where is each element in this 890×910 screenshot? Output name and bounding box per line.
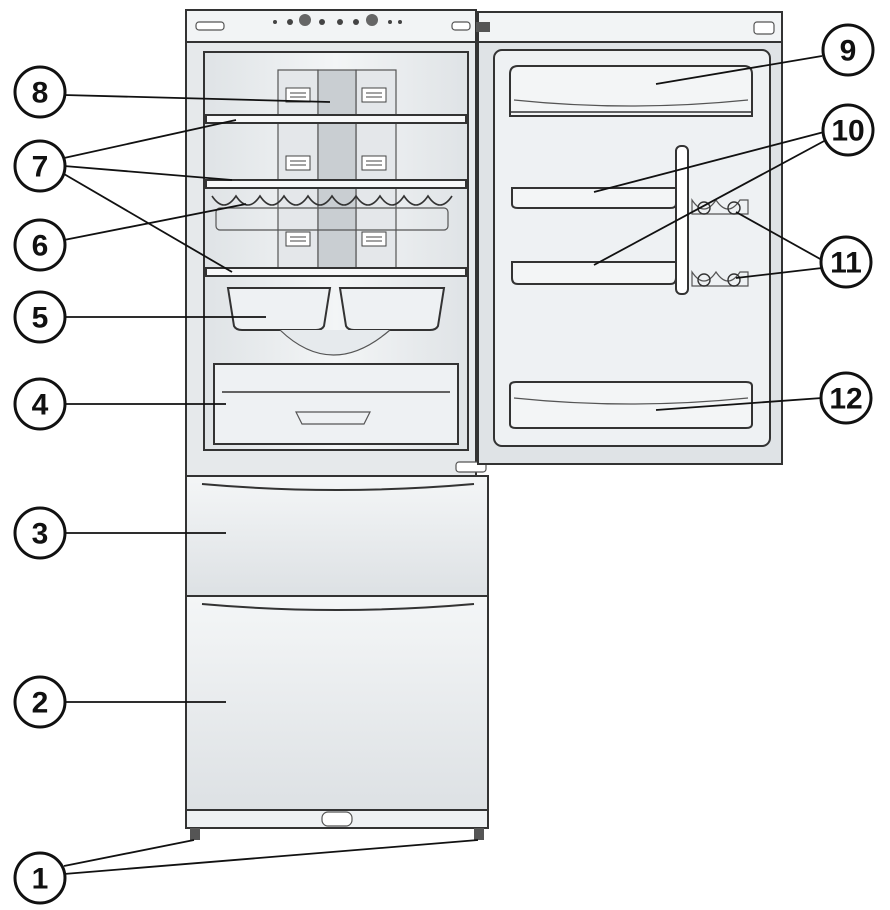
- callout-label-10: 10: [831, 115, 864, 148]
- callout-label-3: 3: [32, 518, 49, 551]
- door-liner: [493, 49, 771, 447]
- crisper-drawer: [213, 363, 459, 445]
- bottle-holder-lower: [691, 270, 749, 287]
- control-knobs: [273, 14, 402, 26]
- callout-6: 6: [13, 218, 67, 272]
- control-panel-right-vent: [451, 21, 471, 31]
- callout-label-12: 12: [829, 383, 862, 416]
- glass-shelf-bottom: [205, 267, 467, 277]
- plinth-grille: [321, 811, 353, 827]
- callout-label-2: 2: [32, 687, 49, 720]
- egg-rack: [211, 194, 453, 206]
- bottle-holders: [691, 198, 749, 287]
- door-shelf-upper: [511, 187, 677, 209]
- control-panel: [185, 9, 477, 43]
- callout-1: 1: [13, 851, 67, 905]
- rear-wall-center: [317, 69, 357, 271]
- callout-9: 9: [821, 23, 875, 77]
- glass-shelf-middle: [205, 179, 467, 189]
- callout-8: 8: [13, 65, 67, 119]
- callout-10: 10: [821, 103, 875, 157]
- callout-12: 12: [819, 371, 873, 425]
- egg-rack-tray: [215, 207, 449, 231]
- door-shelf-lower: [511, 261, 677, 285]
- callout-label-1: 1: [32, 863, 49, 896]
- freezer-drawer-upper: [185, 475, 489, 597]
- callout-4: 4: [13, 377, 67, 431]
- door-bin-bottom: [509, 381, 753, 429]
- callout-label-5: 5: [32, 302, 49, 335]
- callout-label-7: 7: [32, 151, 49, 184]
- door-handle-top: [753, 21, 775, 35]
- callout-label-4: 4: [32, 389, 49, 422]
- adjustable-foot-left: [190, 828, 200, 840]
- door-top-strip: [477, 11, 783, 43]
- callout-label-9: 9: [840, 35, 857, 68]
- fridge-door: [476, 11, 783, 465]
- freezer-section: [185, 475, 489, 840]
- callout-7: 7: [13, 139, 67, 193]
- leader-lines: [63, 55, 827, 875]
- callout-3: 3: [13, 506, 67, 560]
- glass-shelf-top: [205, 114, 467, 124]
- container-bowl: [279, 329, 391, 356]
- callout-label-8: 8: [32, 77, 49, 110]
- control-panel-left-vent: [195, 21, 225, 31]
- callout-label-6: 6: [32, 230, 49, 263]
- callout-2: 2: [13, 675, 67, 729]
- door-hinge: [476, 22, 490, 32]
- freezer-drawer-lower: [185, 595, 489, 811]
- fridge-cabinet: [185, 9, 487, 477]
- container-left: [226, 287, 332, 331]
- container-right: [338, 287, 446, 331]
- callout-label-11: 11: [830, 247, 862, 280]
- adjustable-foot-right: [474, 828, 484, 840]
- callout-11: 11: [819, 235, 873, 289]
- bottle-holder-upper: [691, 198, 749, 215]
- air-vents: [285, 87, 387, 247]
- storage-containers: [226, 287, 446, 356]
- callout-5: 5: [13, 290, 67, 344]
